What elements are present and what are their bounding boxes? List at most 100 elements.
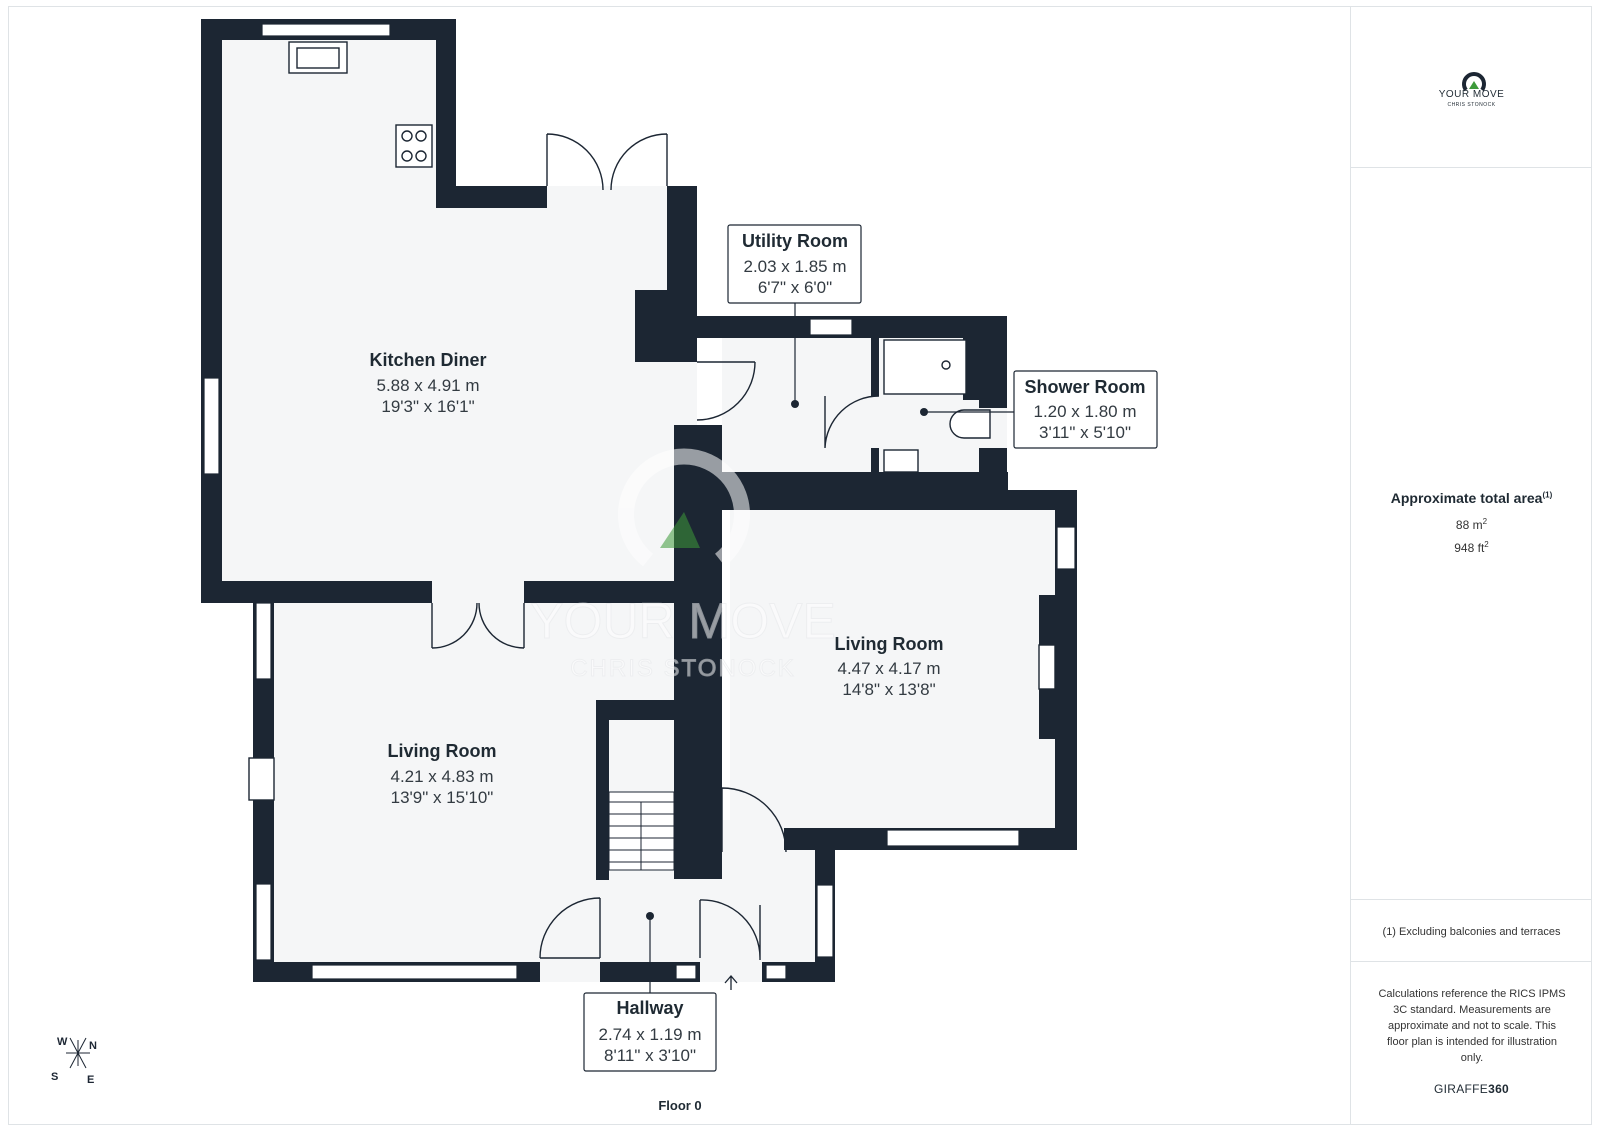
room-imperial-shower: 3'11" x 5'10" xyxy=(1039,423,1131,442)
wall xyxy=(979,316,1007,408)
sink-icon xyxy=(296,47,340,69)
floor-kitchen-diner xyxy=(222,40,679,592)
french-door xyxy=(478,602,525,649)
sidebar: YOUR MOVE CHRIS STONOCK Approximate tota… xyxy=(1350,6,1592,1125)
shower-head-icon xyxy=(941,360,951,370)
door-gap xyxy=(540,962,600,982)
door-gap xyxy=(667,362,697,425)
wall xyxy=(436,19,456,208)
window xyxy=(255,883,272,961)
area-title: Approximate total area(1) xyxy=(1390,490,1553,506)
door xyxy=(699,899,761,960)
wall xyxy=(871,338,879,396)
wall xyxy=(963,338,979,400)
room-imperial-living-left: 13'9" x 15'10" xyxy=(391,788,494,807)
area-ft2: 948 ft2 xyxy=(1454,540,1489,555)
door-gap xyxy=(700,962,762,982)
hob-icon xyxy=(395,124,433,168)
disclaimer: Calculations reference the RICS IPMS 3C … xyxy=(1378,988,1566,1064)
window xyxy=(261,23,391,37)
divider xyxy=(1351,961,1592,962)
watermark-logo-icon xyxy=(618,448,750,567)
fireplace-icon xyxy=(1038,644,1056,690)
room-name-utility: Utility Room xyxy=(742,231,848,251)
compass-n: N xyxy=(89,1040,97,1052)
hob-ring-icon xyxy=(401,150,413,162)
brand-subtitle: CHRIS STONOCK xyxy=(1447,102,1496,108)
hob-ring-icon xyxy=(415,150,427,162)
door-gap xyxy=(547,186,667,208)
hob-ring-icon xyxy=(415,130,427,142)
room-metric-hallway: 2.74 x 1.19 m xyxy=(598,1025,701,1044)
room-imperial-utility: 6'7" x 6'0" xyxy=(758,278,832,297)
credit: GIRAFFE360 xyxy=(1433,1082,1510,1096)
window xyxy=(816,884,834,958)
watermark-line2: CHRIS STONOCK xyxy=(570,655,796,682)
room-imperial-kitchen: 19'3" x 16'1" xyxy=(381,397,474,416)
compass-icon: W N S E xyxy=(51,1036,97,1086)
door-gap xyxy=(871,396,879,448)
wall xyxy=(436,186,547,208)
wall xyxy=(1055,490,1077,850)
window xyxy=(203,377,220,475)
compass-w: W xyxy=(57,1036,68,1048)
floor-living-room-right xyxy=(730,510,1060,828)
entrance-arrow-icon xyxy=(724,975,738,990)
room-metric-living-left: 4.21 x 4.83 m xyxy=(390,767,493,786)
brand-name: YOUR MOVE xyxy=(1438,89,1505,100)
room-name-living-left: Living Room xyxy=(388,741,497,761)
area-m2: 88 m2 xyxy=(1455,517,1488,532)
floor-plan: YOUR MOVE CHRIS STONOCK Kitchen Diner 5.… xyxy=(51,19,1158,1086)
stairs-icon xyxy=(608,791,675,871)
label-pin xyxy=(920,408,928,416)
wall xyxy=(674,490,1077,510)
fixtures xyxy=(248,41,1056,871)
divider xyxy=(1351,899,1592,900)
floor-label: Floor 0 xyxy=(658,1098,702,1113)
room-name-shower: Shower Room xyxy=(1024,377,1145,397)
room-name-hallway: Hallway xyxy=(616,998,683,1018)
label-pin xyxy=(791,400,799,408)
door xyxy=(824,395,880,449)
label-pin xyxy=(646,912,654,920)
watermark-leaf-icon xyxy=(660,512,700,548)
french-door xyxy=(431,602,478,649)
wall xyxy=(201,19,222,603)
windows xyxy=(203,23,1076,980)
hob-ring-icon xyxy=(401,130,413,142)
room-metric-utility: 2.03 x 1.85 m xyxy=(743,257,846,276)
room-imperial-living-right: 14'8" x 13'8" xyxy=(842,680,935,699)
french-door xyxy=(610,133,668,191)
door xyxy=(539,897,601,959)
wall xyxy=(596,700,609,880)
watermark: YOUR MOVE CHRIS STONOCK xyxy=(530,448,836,683)
wall xyxy=(871,448,879,472)
label-box-shower xyxy=(1013,370,1158,449)
room-metric-kitchen: 5.88 x 4.91 m xyxy=(376,376,479,395)
compass-s: S xyxy=(51,1071,58,1083)
door xyxy=(696,361,756,421)
window xyxy=(1056,526,1076,570)
door-gap xyxy=(432,581,524,603)
french-door xyxy=(546,133,604,191)
wall xyxy=(635,290,697,362)
shower-tray-icon xyxy=(883,339,967,395)
window xyxy=(311,964,518,980)
room-name-living-right: Living Room xyxy=(835,634,944,654)
window xyxy=(765,964,787,980)
brand-logo-icon xyxy=(1462,72,1486,92)
watermark-line1: YOUR MOVE xyxy=(530,593,836,649)
window xyxy=(255,602,272,680)
room-metric-shower: 1.20 x 1.80 m xyxy=(1033,402,1136,421)
room-metric-living-right: 4.47 x 4.17 m xyxy=(837,659,940,678)
divider xyxy=(1351,167,1592,168)
window xyxy=(886,829,1020,847)
door xyxy=(721,787,787,853)
window xyxy=(675,964,697,980)
footnote: (1) Excluding balconies and terraces xyxy=(1382,926,1561,938)
window xyxy=(809,318,853,336)
room-name-kitchen: Kitchen Diner xyxy=(369,350,486,370)
compass-e: E xyxy=(87,1074,94,1086)
toilet-icon xyxy=(949,409,991,439)
basin-icon xyxy=(883,449,919,473)
